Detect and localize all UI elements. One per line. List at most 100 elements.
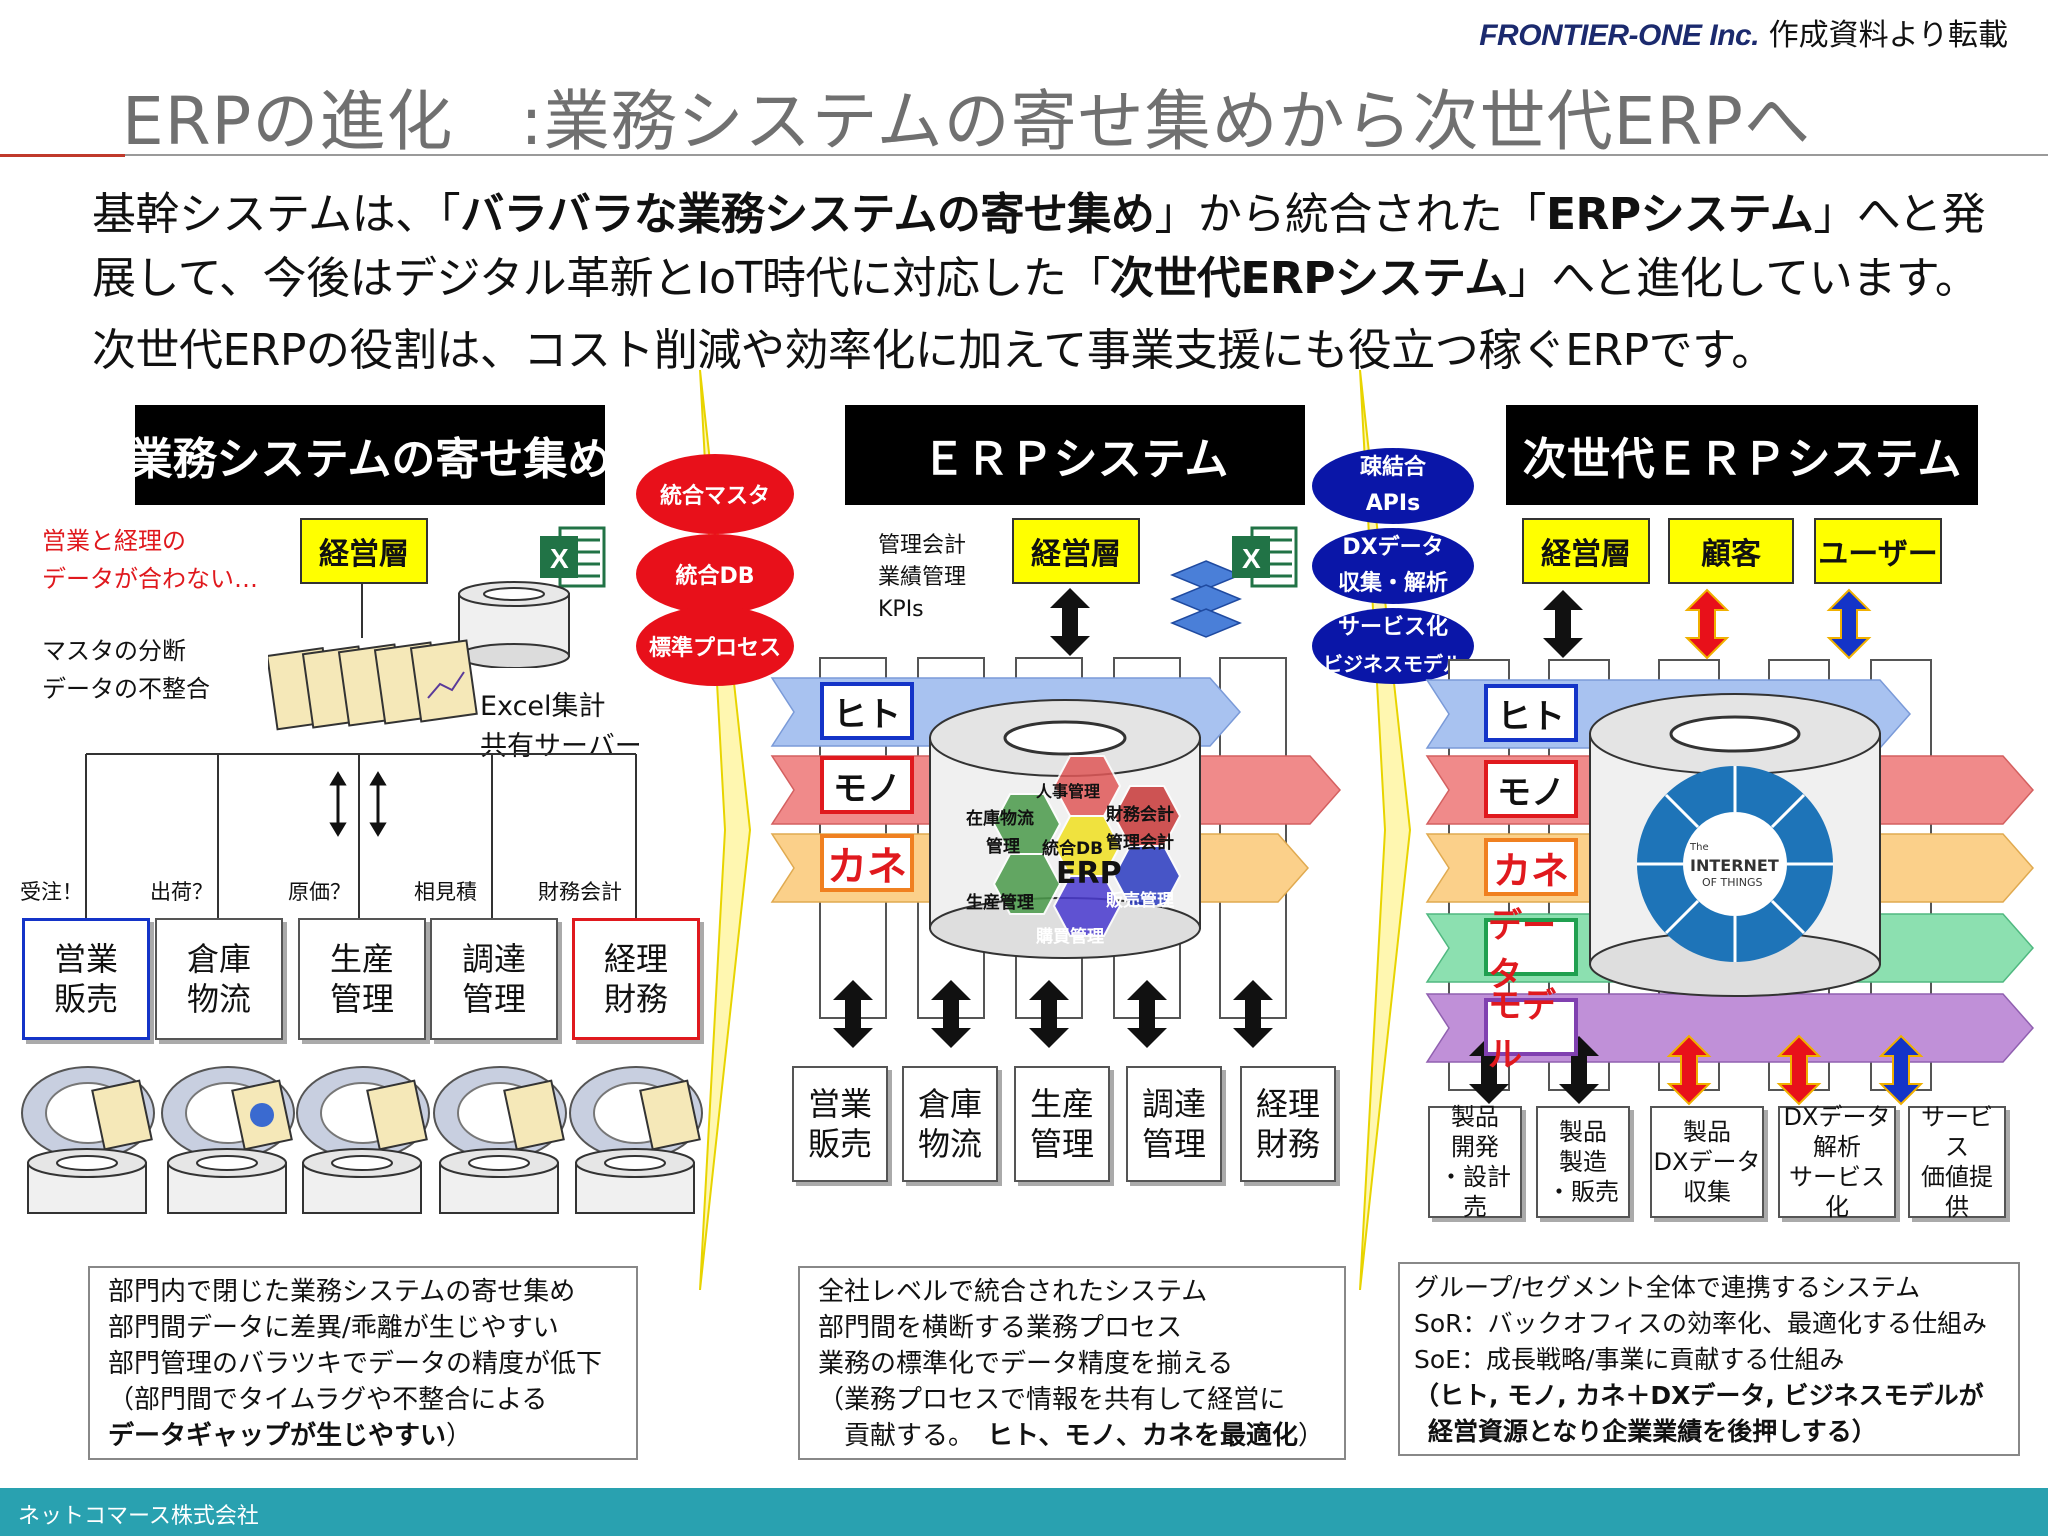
dept-tag-cost: 原価？ [288,880,351,904]
summary-line: SoE：成長戦略/事業に貢献する仕組み [1414,1345,1845,1374]
dept-line: 販売 [807,1125,872,1163]
right-panel-header: 次世代ＥＲＰシステム [1506,405,1978,505]
summary-emphasis: ヒト、モノ、カネを最適化 [987,1421,1299,1451]
dept-line: 経理 [1255,1085,1320,1123]
oval-dx-data: DXデータ収集・解析 [1312,528,1474,604]
intro-text: 」から統合された「 [1154,189,1546,240]
summary-line: （業務プロセスで情報を共有して経営に [818,1385,1286,1415]
summary-line: 部門内で閉じた業務システムの寄せ集め [108,1277,576,1307]
left-management-box: 経営層 [300,518,428,584]
oval-line: 収集・解析 [1337,571,1448,596]
out-line: 解析 [1813,1133,1861,1161]
out-dx-analysis: DXデータ解析サービス化 [1778,1103,1896,1221]
out-service-value: サービス価値提供 [1908,1103,2006,1221]
mid-dept-production: 生産管理 [1014,1066,1110,1182]
page-title: ERPの進化 :業務システムの寄せ集めから次世代ERPへ [122,83,1811,160]
dept-tag-shipping: 出荷？ [150,880,213,904]
out-line: サービス化 [1789,1163,1885,1221]
mid-band-goods: モノ [820,756,914,814]
mid-dept-logistics: 倉庫物流 [902,1066,998,1182]
note-line: 業績管理 [878,565,967,590]
out-line: DXデータ [1783,1103,1891,1131]
dept-line: 調達 [1141,1085,1206,1123]
iot-things: OF THINGS [1702,876,1763,889]
summary-line: 部門間を横断する業務プロセス [818,1313,1183,1343]
intro-text: 展して、今後はデジタル革新とIoT時代に対応した「 [92,253,1110,304]
out-product-dev: 製品開発・設計売 [1428,1103,1522,1221]
summary-emphasis: データギャップが生じやすい [108,1421,447,1451]
oval-standard-process: 標準プロセス [636,606,794,686]
left-dept-logistics: 倉庫物流 [155,918,283,1040]
svg-text:X: X [1242,543,1261,574]
mid-band-money: カネ [820,834,914,892]
right-customer-box: 顧客 [1668,518,1794,584]
dept-line: 管理 [329,980,394,1018]
intro-line-1: 基幹システムは、「バラバラな業務システムの寄せ集め」から統合された「ERPシステ… [92,178,1986,242]
intro-emphasis: 次世代ERPシステム [1109,253,1508,304]
dept-line: 管理 [1141,1125,1206,1163]
hex-hr: 人事管理 [1036,782,1101,801]
mid-dept-procurement: 調達管理 [1126,1066,1222,1182]
out-line: ・設計売 [1439,1163,1511,1221]
middle-summary: 全社レベルで統合されたシステム 部門間を横断する業務プロセス 業務の標準化でデー… [798,1266,1346,1460]
left-warning-line: 営業と経理の [42,527,186,555]
summary-line: 貢献する。 ヒト、モノ、カネを最適化） [818,1418,1326,1454]
dept-line: 生産 [1029,1085,1094,1123]
iot-internet: INTERNET [1690,856,1779,875]
left-note-line: マスタの分断 [42,637,186,665]
hex-erp: ERP [1056,856,1122,891]
mid-dept-sales: 営業販売 [792,1066,888,1182]
right-band-data: データ [1484,906,1578,995]
credit-company: FRONTIER-ONE Inc. [1479,19,1760,52]
dept-line: 経理 [603,940,668,978]
hex-purchasing: 購買管理 [1036,927,1104,947]
dept-line: 販売 [53,980,118,1018]
intro-emphasis: バラバラな業務システムの寄せ集め [460,189,1155,240]
left-dept-production: 生産管理 [298,918,426,1040]
footer-company: ネットコマース株式会社 [18,1504,259,1529]
summary-line: （部門間でタイムラグや不整合による [108,1385,548,1415]
data-cubes-icon [1170,560,1242,638]
hex-sales: 販売管理 [1106,891,1174,911]
summary-line: 業務の標準化でデータ精度を揃える [818,1349,1234,1379]
middle-notes: 管理会計 業績管理 KPIs [878,530,966,626]
shared-server-icon [458,581,570,668]
dept-line: 財務 [603,980,668,1018]
left-panel-header: 業務システムの寄せ集め [129,405,611,505]
title-accent-line [0,154,125,157]
out-line: ・販売 [1547,1178,1619,1206]
out-line: 開発 [1451,1133,1499,1161]
intro-line-3: 次世代ERPの役割は、コスト削減や効率化に加えて事業支援にも役立つ稼ぐERPです… [92,325,1775,376]
dept-line: 物流 [186,980,251,1018]
summary-line: （ヒト, モノ, カネ＋DXデータ, ビジネスモデルが [1414,1381,1984,1410]
out-line: 製品 [1559,1118,1607,1146]
dept-line: 物流 [917,1125,982,1163]
oval-service-model: サービス化ビジネスモデル [1312,608,1474,684]
out-line: 製造 [1559,1148,1607,1176]
out-line: 製品 [1682,1118,1731,1146]
dept-tag-accounting: 財務会計 [538,880,622,904]
left-note-line: データの不整合 [42,675,210,703]
out-line: サービス [1921,1103,1993,1161]
oval-integrated-master: 統合マスタ [636,454,794,534]
left-warning: 営業と経理の データが合わない… [42,522,258,598]
svg-text:X: X [550,543,569,574]
intro-emphasis: ERPシステム [1545,189,1814,240]
left-note: マスタの分断 データの不整合 [42,632,210,708]
right-user-box: ユーザー [1814,518,1942,584]
oval-integrated-db: 統合DB [636,534,794,614]
right-management-box: 経営層 [1522,518,1650,584]
right-summary: グループ/セグメント全体で連携するシステム SoR：バックオフィスの効率化、最適… [1398,1262,2020,1456]
excel-label: Excel集計 [480,691,606,722]
hex-managerial: 管理会計 [1106,833,1174,853]
intro-text: 」へと進化しています。 [1507,253,1979,304]
hex-finance: 財務会計 [1106,805,1174,825]
oval-line: サービス化 [1337,615,1448,640]
mid-band-people: ヒト [820,682,914,740]
hex-inventory: 在庫物流 [966,809,1034,829]
source-credit: FRONTIER-ONE Inc. 作成資料より転載 [1479,10,2008,54]
oval-line: 疎結合 [1359,455,1426,480]
summary-line: 経営資源となり企業業績を後押しする） [1428,1417,1877,1446]
dept-line: 営業 [807,1085,872,1123]
